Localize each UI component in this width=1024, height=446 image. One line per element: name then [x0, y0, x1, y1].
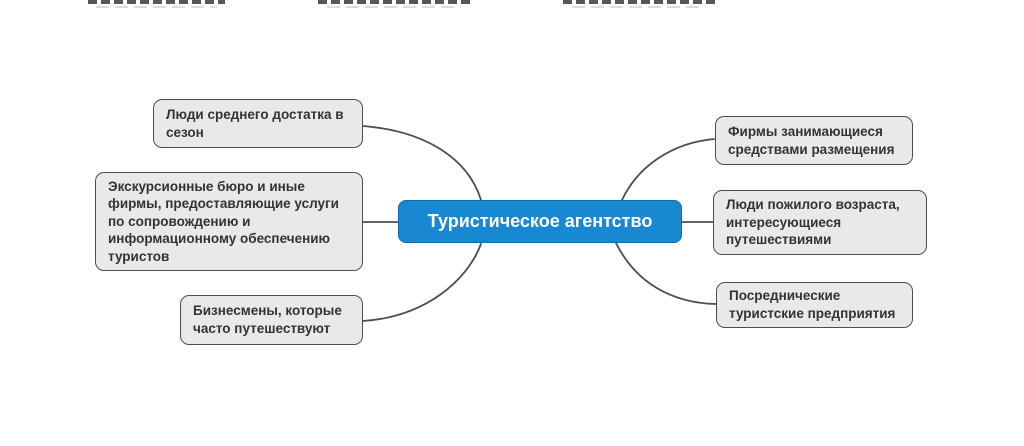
connector-businessmen-to-center — [362, 243, 482, 322]
node-label: Экскурсионные бюро и иные фирмы, предост… — [108, 178, 339, 264]
cropped-text-fragment — [563, 0, 715, 8]
node-middle-income-people[interactable]: Люди среднего достатка в сезон — [153, 99, 363, 148]
node-excursion-bureaus[interactable]: Экскурсионные бюро и иные фирмы, предост… — [95, 172, 363, 271]
connector-middle-income-to-center — [362, 125, 482, 201]
node-businessmen[interactable]: Бизнесмены, которые часто путешествуют — [180, 295, 363, 345]
central-node-label: Туристическое агентство — [427, 211, 653, 231]
connector-center-to-accommodation — [621, 138, 715, 201]
node-central-travel-agency[interactable]: Туристическое агентство — [398, 200, 682, 243]
cropped-text-fragment — [318, 0, 470, 8]
node-elderly-travelers[interactable]: Люди пожилого возраста, интересующиеся п… — [713, 190, 927, 255]
node-accommodation-firms[interactable]: Фирмы занимающиеся средствами размещения — [715, 116, 913, 165]
node-label: Бизнесмены, которые часто путешествуют — [193, 303, 342, 336]
node-label: Посреднические туристские предприятия — [729, 288, 896, 321]
connector-center-to-intermediary — [615, 242, 717, 305]
node-label: Люди пожилого возраста, интересующиеся п… — [726, 197, 900, 248]
node-label: Фирмы занимающиеся средствами размещения — [728, 123, 895, 157]
node-intermediary-enterprises[interactable]: Посреднические туристские предприятия — [716, 282, 913, 328]
cropped-text-fragment — [88, 0, 225, 8]
node-label: Люди среднего достатка в сезон — [166, 106, 344, 140]
